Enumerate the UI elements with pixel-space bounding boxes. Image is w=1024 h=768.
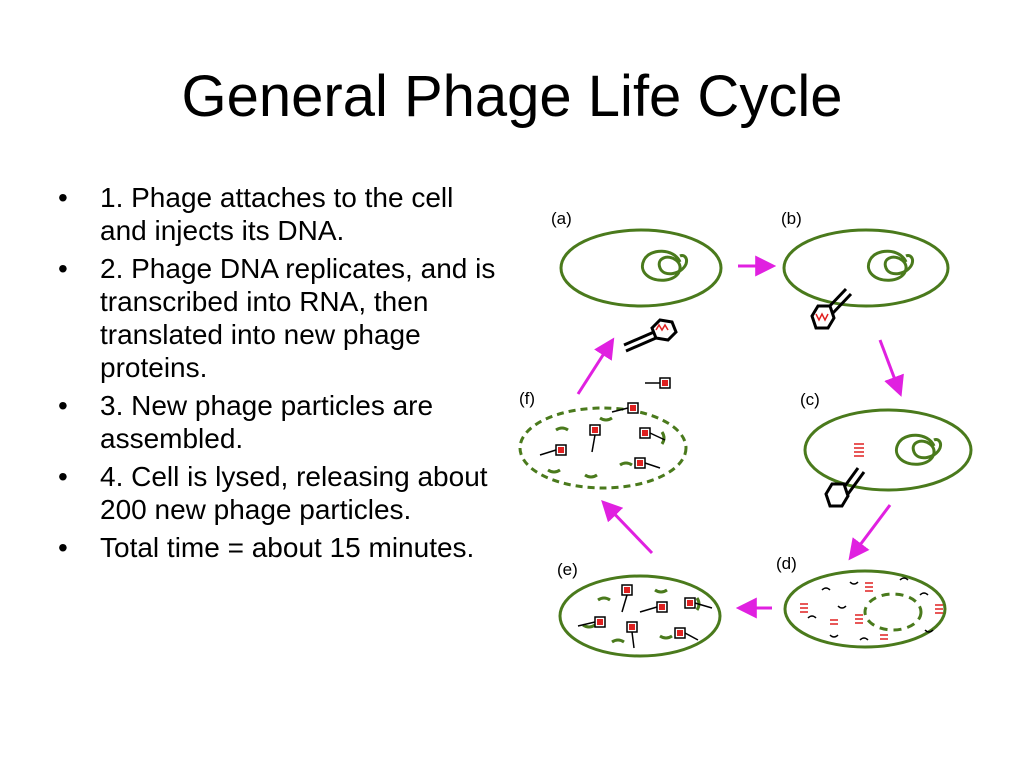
- bullet-text: 4. Cell is lysed, releasing about 200 ne…: [100, 461, 488, 525]
- lysed-cell-membrane: [518, 406, 688, 490]
- phage-icon: [824, 467, 866, 508]
- cell-membrane: [783, 569, 947, 649]
- bullet-item: • 3. New phage particles are assembled.: [58, 389, 498, 455]
- stage-label-e: (e): [557, 560, 578, 579]
- bullet-item: • 4. Cell is lysed, releasing about 200 n…: [58, 460, 498, 526]
- arrow-c-to-d: [848, 504, 892, 561]
- dna-coil-icon: [641, 249, 688, 282]
- bullet-text: 2. Phage DNA replicates, and is transcri…: [100, 253, 496, 383]
- bullet-text: Total time = about 15 minutes.: [100, 532, 475, 563]
- stage-e-cell: [558, 574, 722, 658]
- stage-a-cell: [559, 228, 723, 308]
- dna-coil-icon: [895, 433, 942, 466]
- bullet-marker: •: [58, 253, 68, 284]
- injected-dna-icon: [854, 443, 864, 457]
- bullet-marker: •: [58, 390, 68, 421]
- arrow-b-to-c: [878, 339, 904, 397]
- released-phage-icons: [539, 377, 671, 469]
- phage-dna-marks: [597, 587, 693, 636]
- phage-dna-marks: [558, 380, 668, 466]
- bullet-marker: •: [58, 532, 68, 563]
- phage-life-cycle-diagram: (a) (b) (c) (d) (e) (f): [518, 209, 973, 658]
- bullet-text: 1. Phage attaches to the cell and inject…: [100, 182, 454, 246]
- stage-c-cell: [803, 408, 973, 508]
- host-dna-fragmented: [863, 592, 923, 632]
- assembled-phage-icons: [577, 584, 713, 649]
- dna-coil-icon: [867, 249, 914, 282]
- stage-label-b: (b): [781, 209, 802, 228]
- bullet-list: • 1. Phage attaches to the cell and injec…: [58, 181, 498, 569]
- slide-title: General Phage Life Cycle: [181, 64, 843, 129]
- bullet-marker: •: [58, 182, 68, 213]
- bullet-text: 3. New phage particles are assembled.: [100, 390, 434, 454]
- arrow-f-to-release: [576, 337, 615, 395]
- cell-membrane: [558, 574, 722, 658]
- stage-label-a: (a): [551, 209, 572, 228]
- bullet-item: • Total time = about 15 minutes.: [58, 531, 498, 564]
- cell-membrane: [803, 408, 973, 492]
- bullet-item: • 1. Phage attaches to the cell and injec…: [58, 181, 498, 247]
- stage-b-cell: [782, 228, 950, 330]
- protein-fragments: [547, 416, 666, 479]
- stage-label-c: (c): [800, 390, 820, 409]
- bullet-marker: •: [58, 461, 68, 492]
- protein-fragments: [582, 588, 701, 644]
- stage-label-f: (f): [519, 389, 535, 408]
- cell-membrane: [559, 228, 723, 308]
- escaping-phage-icon: [623, 318, 678, 353]
- arrow-e-to-f: [601, 499, 654, 555]
- replicated-dna-marks: [800, 582, 943, 640]
- phage-icon: [810, 287, 853, 330]
- stage-label-d: (d): [776, 554, 797, 573]
- bullet-item: • 2. Phage DNA replicates, and is transcr…: [58, 252, 498, 384]
- stage-f-cell: [518, 377, 688, 490]
- phage-protein-fragments: [807, 577, 934, 641]
- stage-d-cell: [783, 569, 947, 649]
- cell-membrane: [782, 228, 950, 308]
